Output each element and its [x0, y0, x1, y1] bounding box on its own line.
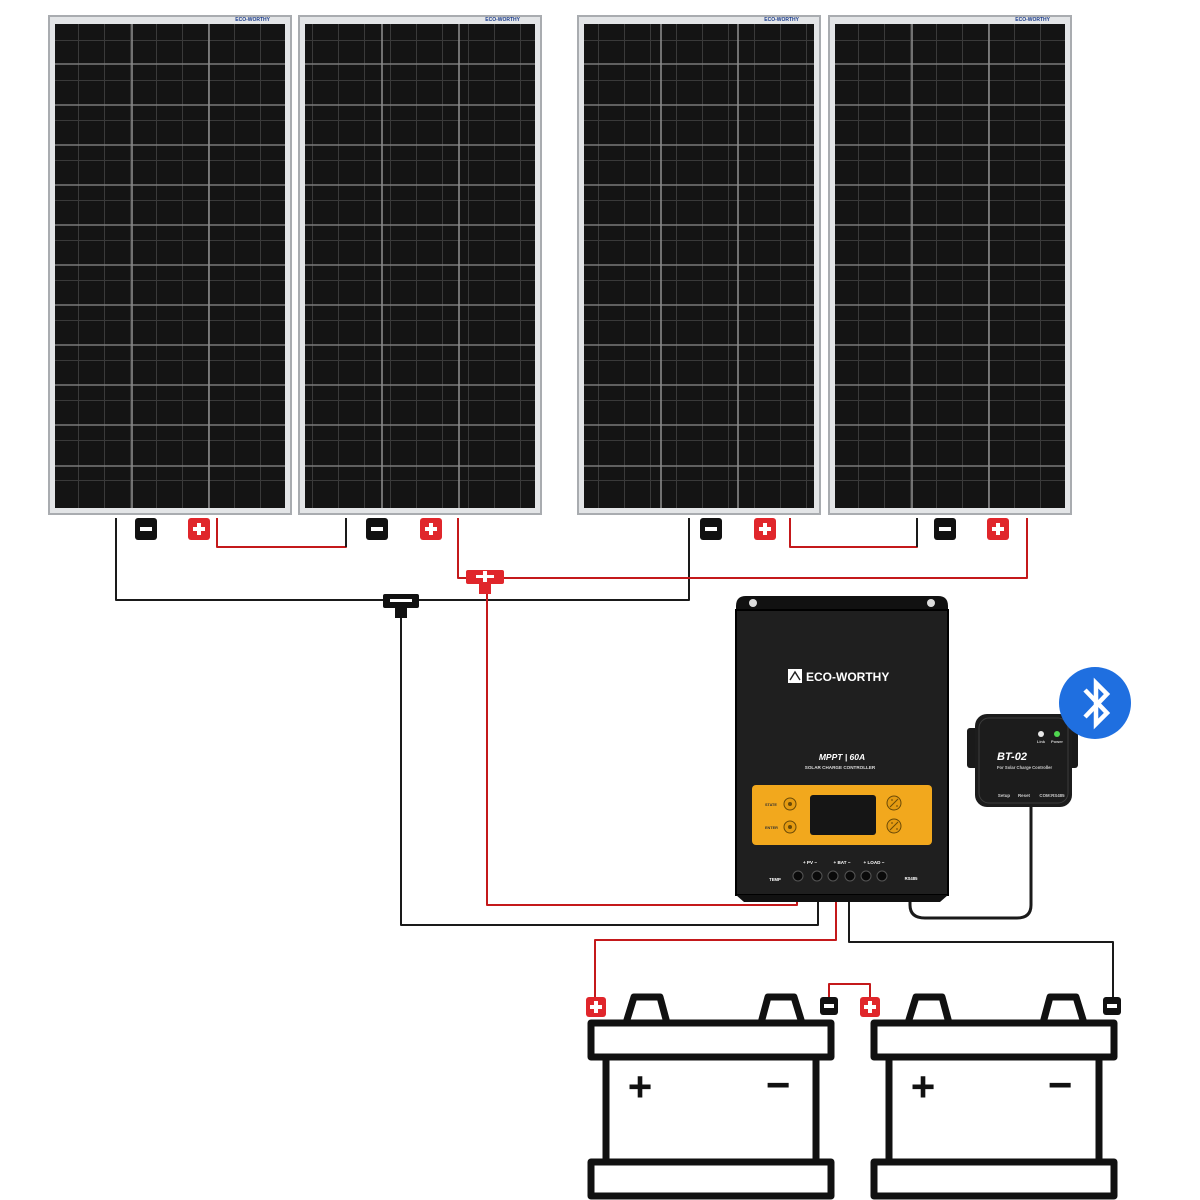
port-temp-label: TEMP	[769, 877, 781, 882]
solar-panel-1: ECO-WORTHY	[48, 15, 292, 515]
rs485-cable	[908, 805, 1033, 920]
state-label: STATE	[765, 803, 777, 807]
y-branch-connector-icon	[383, 594, 419, 618]
solar-indicator-icon	[886, 795, 902, 811]
lcd-display	[810, 795, 876, 835]
power-led-icon	[1054, 731, 1060, 737]
plus-terminal-icon	[420, 518, 442, 540]
battery-plus-symbol: +	[628, 1063, 653, 1110]
solar-panel-4: ECO-WORTHY	[828, 15, 1072, 515]
plus-terminal-icon	[586, 997, 606, 1017]
bt-module-subtitle: For Solar Charge Controller	[997, 765, 1053, 770]
setup-label: Setup	[998, 793, 1011, 798]
wiring	[115, 518, 1114, 1000]
battery-link-wire	[828, 983, 871, 1000]
bt-module: BT-02 For Solar Charge Controller Link P…	[967, 714, 1078, 807]
panel-brand-mark: ECO-WORTHY	[235, 17, 270, 23]
battery-negative-wire	[848, 890, 1114, 1000]
solar-panel-2: ECO-WORTHY	[298, 15, 542, 515]
charge-controller: ECO-WORTHY MPPT | 60A SOLAR CHARGE CONTR…	[735, 596, 949, 902]
plus-terminal-icon	[754, 518, 776, 540]
panel-brand-mark: ECO-WORTHY	[485, 17, 520, 23]
minus-terminal-icon	[135, 518, 157, 540]
y-branch-connector-icon	[466, 570, 504, 594]
series-link-1-2	[216, 518, 347, 548]
controller-subtitle: SOLAR CHARGE CONTROLLER	[805, 765, 876, 770]
battery-indicator-icon	[886, 818, 902, 834]
bluetooth-icon	[1059, 667, 1131, 739]
enter-button[interactable]	[783, 820, 797, 834]
series-link-3-4	[789, 518, 918, 548]
minus-terminal-icon	[700, 518, 722, 540]
battery-2: + −	[870, 993, 1118, 1200]
port-bat-label: + BAT −	[833, 860, 850, 865]
minus-terminal-icon	[1103, 997, 1121, 1015]
link-led-label: Link	[1037, 739, 1046, 744]
bt-module-name: BT-02	[997, 751, 1027, 763]
battery-minus-symbol: −	[1048, 1061, 1073, 1108]
enter-label: ENTER	[765, 826, 778, 830]
link-led-icon	[1038, 731, 1044, 737]
port-load-label: + LOAD −	[864, 860, 885, 865]
minus-terminal-icon	[366, 518, 388, 540]
com-label: COM:RS485	[1039, 793, 1065, 798]
plus-terminal-icon	[860, 997, 880, 1017]
solar-panel-3: ECO-WORTHY	[577, 15, 821, 515]
port-rs485-label: RS485	[905, 876, 918, 881]
panel-brand-mark: ECO-WORTHY	[1015, 17, 1050, 23]
solar-panel-array: ECO-WORTHY ECO-WORTHY ECO-WORTHY ECO-WOR…	[48, 15, 1072, 515]
controller-model: MPPT | 60A	[819, 752, 865, 762]
reset-label: Reset	[1018, 793, 1030, 798]
controller-brand: ECO-WORTHY	[806, 670, 889, 684]
minus-terminal-icon	[934, 518, 956, 540]
battery-minus-symbol: −	[766, 1061, 791, 1108]
brand-logo-icon	[788, 669, 802, 683]
battery-1: + −	[587, 993, 835, 1200]
positive-string-wire	[457, 518, 1028, 579]
plus-terminal-icon	[987, 518, 1009, 540]
panel-brand-mark: ECO-WORTHY	[764, 17, 799, 23]
plus-terminal-icon	[188, 518, 210, 540]
port-pv-label: + PV −	[803, 860, 817, 865]
state-button[interactable]	[783, 797, 797, 811]
controller-ports	[792, 870, 888, 882]
minus-terminal-icon	[820, 997, 838, 1015]
power-led-label: Power	[1051, 739, 1063, 744]
battery-positive-wire	[594, 890, 837, 1000]
battery-terminals	[586, 997, 1121, 1017]
battery-plus-symbol: +	[911, 1063, 936, 1110]
panel-terminals	[135, 518, 1009, 540]
pv-negative-wire	[400, 608, 819, 926]
